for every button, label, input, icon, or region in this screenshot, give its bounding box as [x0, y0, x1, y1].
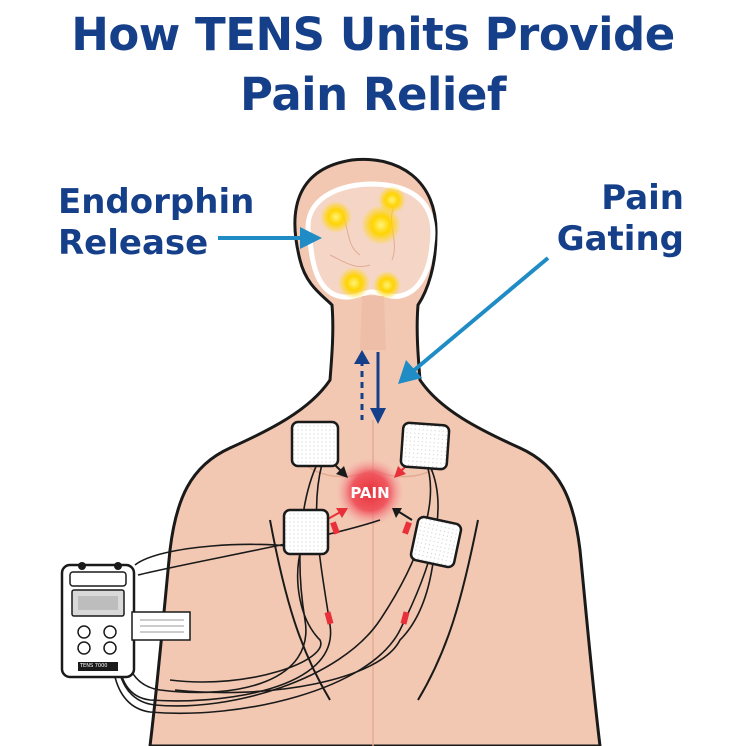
pain-label: PAIN: [350, 484, 390, 502]
body-silhouette: [148, 157, 602, 746]
pain-gating-arrow-icon: [398, 256, 550, 384]
electrode-pad-icon: [282, 420, 463, 569]
pain-gating-label: Pain Gating: [557, 178, 684, 260]
endorphin-arrow-icon: [218, 227, 322, 249]
endorphin-label-line2: Release: [58, 223, 209, 263]
title-line-2: Pain Relief: [240, 68, 506, 121]
tens-device-icon: [60, 562, 191, 679]
gating-label-line2: Gating: [556, 219, 684, 259]
endorphin-release-label: Endorphin Release: [58, 182, 254, 264]
title-line-1: How TENS Units Provide: [71, 8, 675, 61]
endorphin-glow-icon: [320, 186, 406, 299]
signal-arrows-icon: [354, 350, 386, 424]
device-brand-label: TENS 7000: [80, 663, 108, 669]
pain-spot-icon: [336, 458, 404, 526]
gating-label-line1: Pain: [601, 178, 684, 218]
endorphin-label-line1: Endorphin: [58, 182, 255, 222]
